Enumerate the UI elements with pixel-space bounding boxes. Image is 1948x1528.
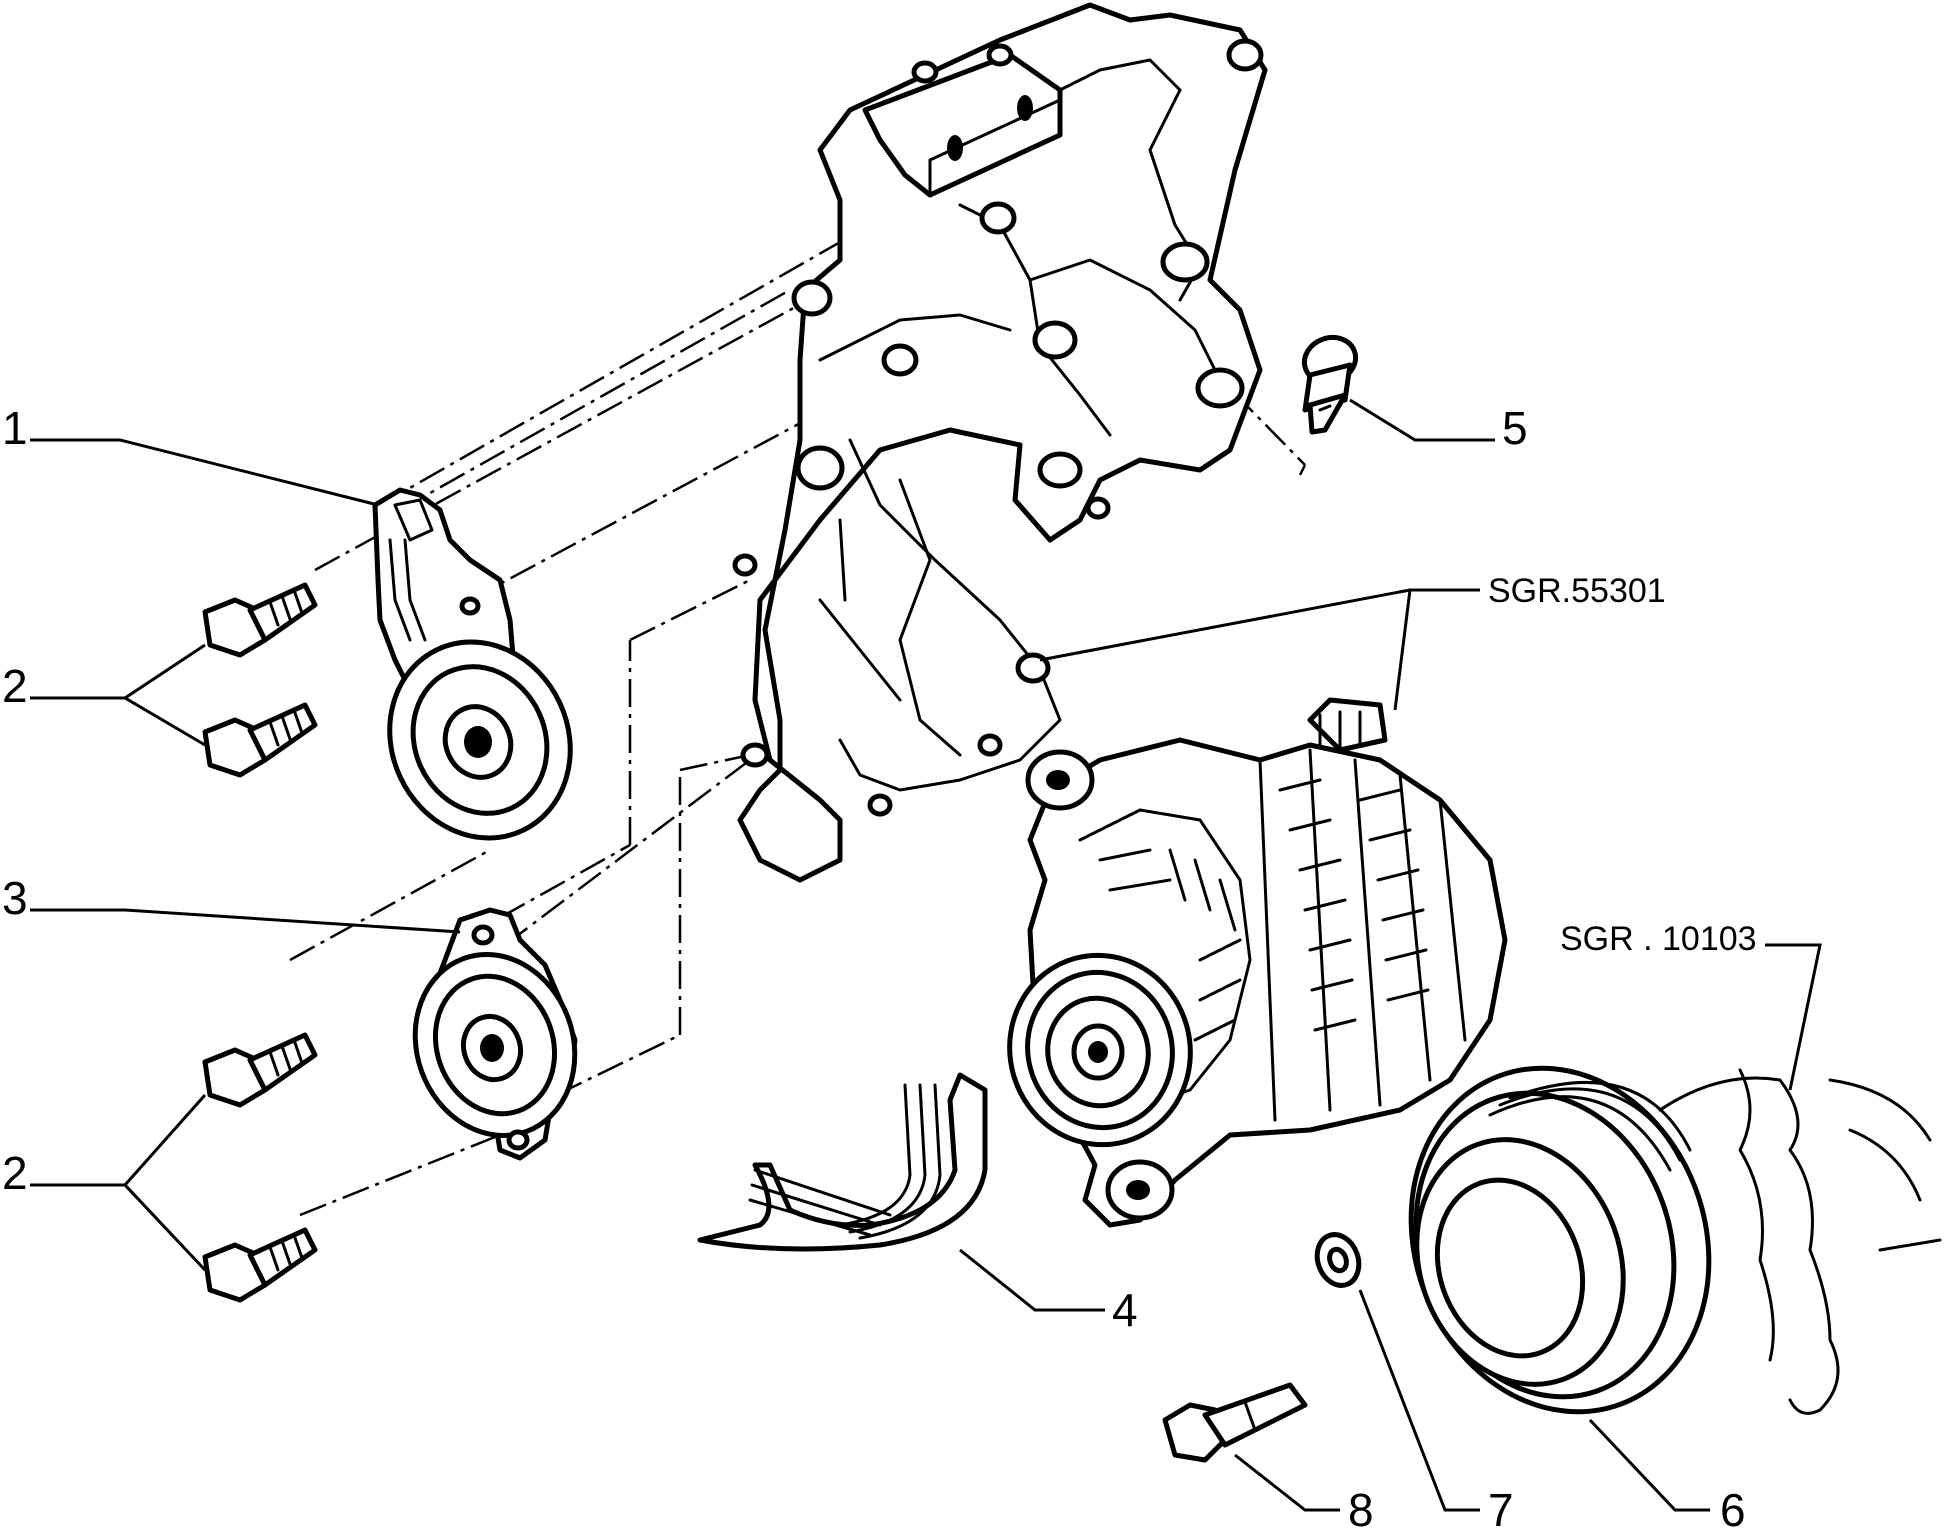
alternator bbox=[1007, 697, 1508, 1228]
callout-4: 4 bbox=[1112, 1284, 1138, 1336]
callout-3: 3 bbox=[2, 872, 28, 924]
leader-2b-lower bbox=[123, 1183, 207, 1272]
bolt-group-lower-part-2 bbox=[202, 1032, 318, 1303]
callout-2-lower: 2 bbox=[2, 1147, 28, 1199]
leader-4 bbox=[959, 1248, 1105, 1312]
bolt bbox=[202, 582, 318, 658]
bolt bbox=[202, 1032, 318, 1108]
callout-5: 5 bbox=[1502, 402, 1528, 454]
leader-2a bbox=[30, 643, 206, 700]
callout-2-upper: 2 bbox=[2, 660, 28, 712]
leader-6 bbox=[1588, 1418, 1710, 1512]
leader-sgr10103 bbox=[1765, 943, 1822, 1091]
callout-labels: 1 2 3 2 4 5 6 7 8 SGR.55301 SGR . 10103 bbox=[2, 402, 1757, 1528]
leader-8 bbox=[1234, 1453, 1340, 1512]
leader-7 bbox=[1358, 1289, 1480, 1512]
belt-part-4 bbox=[697, 1072, 988, 1252]
leader-2b bbox=[30, 1094, 207, 1187]
leader-3 bbox=[30, 908, 461, 934]
hex-bolt-part-8 bbox=[1162, 1382, 1308, 1463]
bolt bbox=[202, 702, 318, 778]
mounting-bracket bbox=[732, 2, 1268, 883]
idler-pulley-part-3 bbox=[412, 907, 578, 1161]
callout-6: 6 bbox=[1720, 1484, 1746, 1528]
callout-1: 1 bbox=[2, 402, 28, 454]
leader-5 bbox=[1349, 398, 1495, 442]
washer-part-7 bbox=[1314, 1232, 1362, 1288]
callout-7: 7 bbox=[1488, 1484, 1514, 1528]
leader-1 bbox=[30, 438, 379, 507]
bolt-group-upper-part-2 bbox=[202, 582, 318, 778]
reference-sgr-55301: SGR.55301 bbox=[1488, 572, 1666, 610]
crankshaft-pulley-part-6 bbox=[1408, 1065, 1712, 1415]
leader-2a-lower bbox=[124, 696, 206, 747]
engine-block-outline bbox=[1658, 1068, 1942, 1415]
cap-screw-part-5 bbox=[1301, 334, 1359, 435]
callout-8: 8 bbox=[1348, 1484, 1374, 1528]
reference-sgr-10103: SGR . 10103 bbox=[1560, 920, 1757, 958]
tensioner-assembly-part-1 bbox=[372, 487, 573, 841]
leader-sgr55301-bracket bbox=[1039, 588, 1411, 662]
bolt bbox=[202, 1227, 318, 1303]
leader-sgr55301 bbox=[1393, 588, 1480, 711]
leader-lines bbox=[30, 398, 1822, 1512]
